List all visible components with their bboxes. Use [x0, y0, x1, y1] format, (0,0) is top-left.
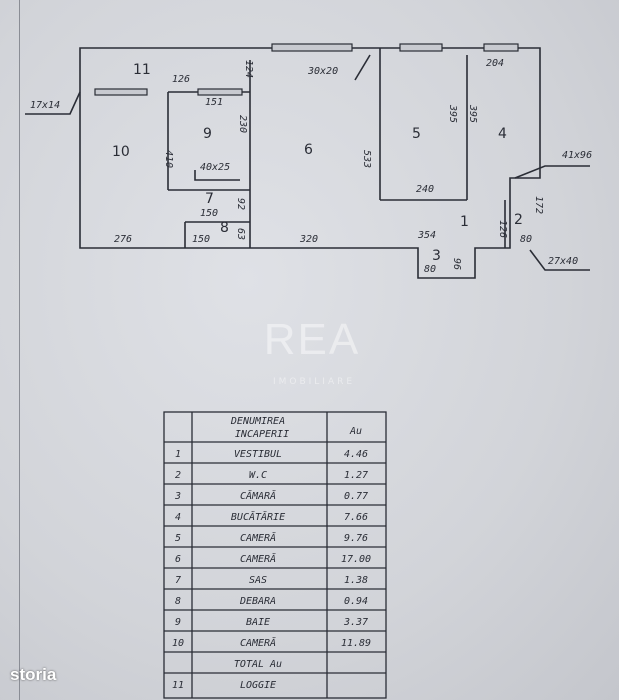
table-header-area: Au [349, 426, 362, 437]
table-row-name: DEBARA [239, 596, 276, 607]
room-label-10: 10 [112, 144, 130, 160]
watermark-logo: REA [263, 315, 361, 364]
table-row-area: 9.76 [344, 533, 368, 544]
table-row-number: 9 [175, 617, 181, 628]
table-row-area: 11.89 [341, 638, 371, 649]
dim-63: 63 [235, 228, 246, 240]
window-room-4 [483, 43, 519, 52]
watermark-subtitle: IMOBILIARE [272, 377, 356, 387]
dim-96: 96 [451, 258, 462, 270]
dim-40x25: 40x25 [200, 162, 230, 173]
room-label-5: 5 [412, 126, 421, 142]
table-row-number: 5 [175, 533, 181, 544]
table-row-area: 3.37 [343, 617, 368, 628]
table-row-name: BUCĂTĂRIE [231, 510, 285, 523]
table-row-area: 1.27 [344, 470, 368, 481]
table-row-name: CAMERĂ [240, 531, 276, 544]
table-row-number: 4 [175, 512, 181, 523]
table-row-name: CAMERĂ [240, 552, 276, 565]
table-row-number: 1 [175, 449, 181, 460]
table-row-name: LOGGIE [240, 680, 276, 691]
dim-80a: 80 [520, 234, 532, 245]
dim-533: 533 [361, 150, 372, 168]
room-label-2: 2 [514, 212, 523, 228]
table-row-name: CĂMARĂ [240, 489, 276, 502]
dim-27x40: 27x40 [548, 256, 578, 267]
dim-395b: 395 [467, 104, 478, 123]
leader-40x25 [194, 170, 240, 181]
table-row-area: 1.38 [344, 575, 368, 586]
dim-410: 410 [163, 150, 174, 168]
dim-92: 92 [235, 198, 246, 210]
leader-27x40 [529, 249, 590, 271]
dim-17x14: 17x14 [30, 100, 60, 111]
dim-204: 204 [486, 58, 504, 69]
margin-line [19, 0, 20, 700]
table-row-name: SAS [249, 575, 267, 586]
dim-124: 124 [243, 60, 254, 78]
dim-172: 172 [533, 196, 544, 214]
dim-354: 354 [417, 230, 436, 241]
dim-80b: 80 [424, 264, 436, 275]
dim-30x20: 30x20 [307, 66, 338, 77]
room-table-grid [163, 411, 387, 699]
table-row-area: 4.46 [344, 449, 368, 460]
dim-150b: 150 [192, 234, 210, 245]
table-row-name: TOTAL Au [234, 659, 282, 670]
table-row-area: 17.00 [341, 554, 371, 565]
table-header-name-line2: INCAPERII [235, 429, 289, 440]
dim-320: 320 [299, 234, 318, 245]
room-label-4: 4 [498, 126, 507, 142]
room-label-3: 3 [432, 248, 441, 264]
storia-logo: storia [10, 665, 57, 684]
dim-276: 276 [114, 234, 132, 245]
window-room-5 [399, 43, 443, 52]
leader-30x20 [354, 54, 371, 81]
table-header-name-line1: DENUMIREA [230, 416, 285, 427]
room-label-6: 6 [304, 142, 313, 158]
window-room-6 [271, 43, 353, 52]
dim-126b: 126 [497, 220, 508, 238]
table-row-area: 0.94 [344, 596, 368, 607]
window-room-9 [197, 88, 243, 96]
leader-41x96 [514, 165, 590, 179]
table-row-number: 8 [175, 596, 181, 607]
table-row-area: 7.66 [344, 512, 368, 523]
outer-wall [79, 47, 541, 279]
leader-17x14 [25, 91, 81, 115]
dim-41x96: 41x96 [562, 150, 592, 161]
room-label-1: 1 [460, 214, 469, 230]
table-row-name: CAMERĂ [240, 636, 276, 649]
dim-395a: 395 [447, 104, 458, 123]
window-room-10 [94, 88, 148, 96]
table-row-number: 10 [172, 638, 184, 649]
room-label-9: 9 [203, 126, 212, 142]
table-row-number: 11 [172, 680, 184, 691]
table-row-number: 3 [174, 491, 181, 502]
room-label-7: 7 [205, 191, 214, 207]
table-row-name: VESTIBUL [234, 449, 282, 460]
dim-240: 240 [416, 184, 434, 195]
table-rows: 1 VESTIBUL 4.46 2 W.C 1.27 3 CĂMARĂ 0.77 4 BUCĂTĂR… [172, 449, 371, 691]
dim-230: 230 [237, 115, 248, 133]
table-row-area: 0.77 [344, 491, 368, 502]
table-row-number: 2 [175, 470, 181, 481]
table-row-number: 7 [175, 575, 181, 586]
room-label-8: 8 [220, 220, 229, 236]
dim-150a: 150 [200, 208, 218, 219]
dim-126: 126 [172, 74, 190, 85]
table-row-number: 6 [175, 554, 181, 565]
room-label-11: 11 [133, 62, 151, 78]
table-row-name: W.C [249, 470, 267, 481]
table-row-name: BAIE [246, 617, 270, 628]
dim-151: 151 [205, 97, 223, 108]
